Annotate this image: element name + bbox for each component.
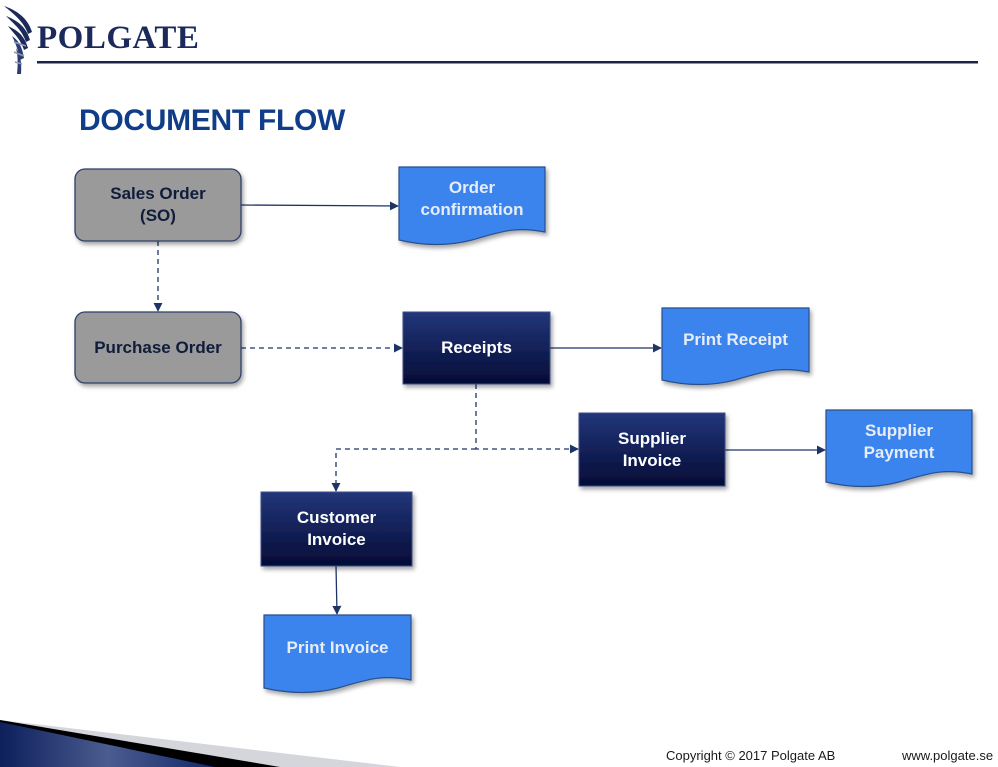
- node-print-invoice-shape: [263, 614, 412, 694]
- copyright-text: Copyright © 2017 Polgate AB: [666, 748, 836, 763]
- edge-receipts-to-customer-invoice: [331, 448, 476, 492]
- edge-customer-invoice-to-print-invoice: [332, 565, 342, 615]
- brand-name: POLGATE: [37, 20, 200, 56]
- page-title: DOCUMENT FLOW: [79, 104, 346, 137]
- node-customer-invoice-shape: [260, 491, 413, 567]
- edge-receipts-to-supplier-invoice: [475, 384, 579, 454]
- node-purchase-order-shape: [74, 311, 242, 384]
- node-print-receipt-shape: [661, 307, 810, 386]
- polgate-wing-logo-icon: [4, 6, 32, 74]
- header-divider: [37, 61, 978, 63]
- node-sales-order-shape: [74, 168, 242, 242]
- node-receipts-shape: [402, 311, 551, 385]
- node-supplier-payment-shape: [825, 409, 973, 488]
- website-link[interactable]: www.polgate.se: [902, 748, 994, 763]
- node-order-confirmation-shape: [398, 166, 546, 246]
- edge-sales-order-to-order-confirmation: [240, 201, 399, 211]
- node-supplier-invoice-shape: [578, 412, 726, 487]
- footer-swoosh-decoration: [0, 720, 400, 767]
